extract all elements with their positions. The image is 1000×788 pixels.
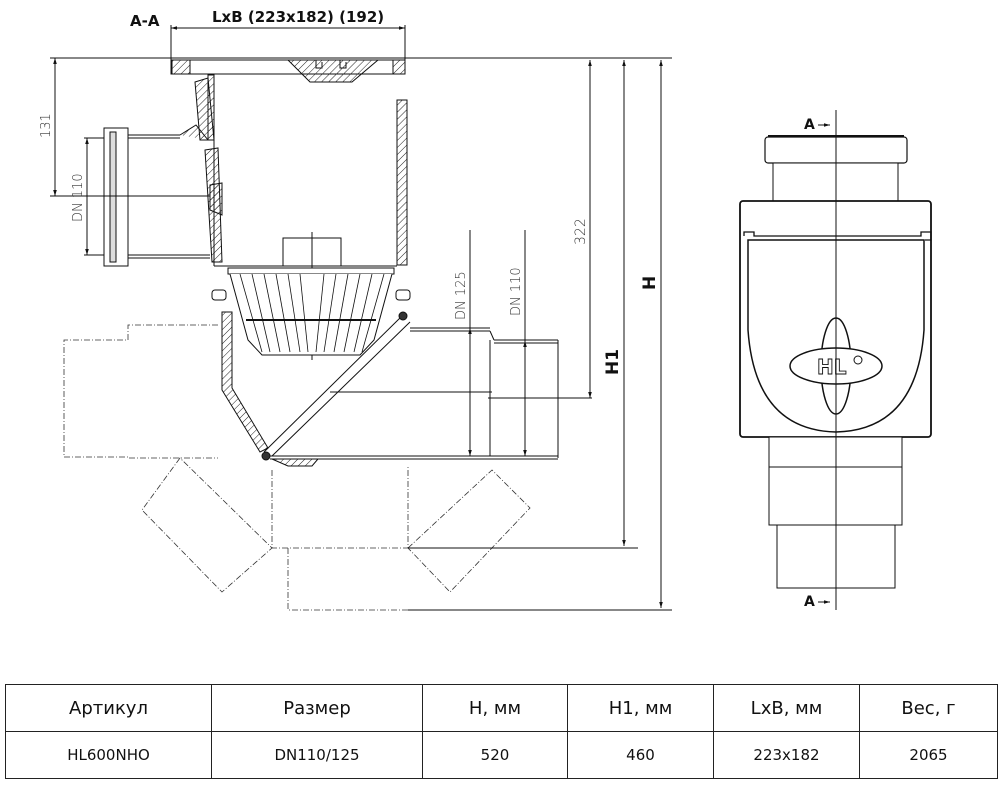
- dimension-h: H: [408, 60, 672, 611]
- cell-article: HL600NHO: [5, 731, 212, 779]
- top-dimension-label: LxB (223x182) (192): [212, 8, 384, 26]
- header-size: Размер: [211, 684, 423, 732]
- cell-h1: 460: [567, 731, 714, 779]
- dim-131-text: 131: [39, 113, 54, 138]
- dimension-lxb: [170, 25, 406, 60]
- header-h: H, мм: [422, 684, 568, 732]
- specification-table: Артикул Размер H, мм H1, мм LxB, мм Вес,…: [5, 684, 998, 779]
- dim-dn110-outlet-text: DN 110: [509, 267, 524, 316]
- logo-text: HL: [817, 355, 847, 379]
- table-header-row: Артикул Размер H, мм H1, мм LxB, мм Вес,…: [5, 684, 998, 732]
- section-label: A-A: [130, 12, 160, 30]
- dimension-dn110-outlet: DN 110: [509, 230, 527, 456]
- header-weight: Вес, г: [859, 684, 998, 732]
- header-lxb: LxB, мм: [713, 684, 860, 732]
- view-marker-bottom: A: [804, 594, 815, 610]
- table-row: HL600NHO DN110/125 520 460 223x182 2065: [5, 731, 998, 779]
- alternative-outlet-positions: [63, 324, 531, 611]
- dimension-dn110-side: DN 110: [71, 137, 104, 256]
- dim-dn110-side-text: DN 110: [71, 173, 86, 222]
- front-view: A HL A: [739, 110, 932, 610]
- cell-h: 520: [422, 731, 568, 779]
- dim-322-text: 322: [573, 218, 589, 245]
- view-marker-top: A: [804, 117, 815, 133]
- cell-size: DN110/125: [211, 731, 423, 779]
- dim-dn125-text: DN 125: [454, 271, 469, 320]
- dimension-h1: H1: [408, 60, 638, 549]
- cell-lxb: 223x182: [713, 731, 860, 779]
- dimension-dn125: DN 125: [454, 230, 472, 456]
- dimension-322: 322: [573, 60, 592, 398]
- cell-weight: 2065: [859, 731, 998, 779]
- technical-drawing: A-A LxB (223x182) (192) 131 DN 110: [39, 8, 932, 611]
- header-article: Артикул: [5, 684, 212, 732]
- dim-h-text: H: [640, 276, 660, 290]
- dim-h1-text: H1: [603, 349, 623, 375]
- header-h1: H1, мм: [567, 684, 714, 732]
- drain-body-section: [90, 59, 592, 467]
